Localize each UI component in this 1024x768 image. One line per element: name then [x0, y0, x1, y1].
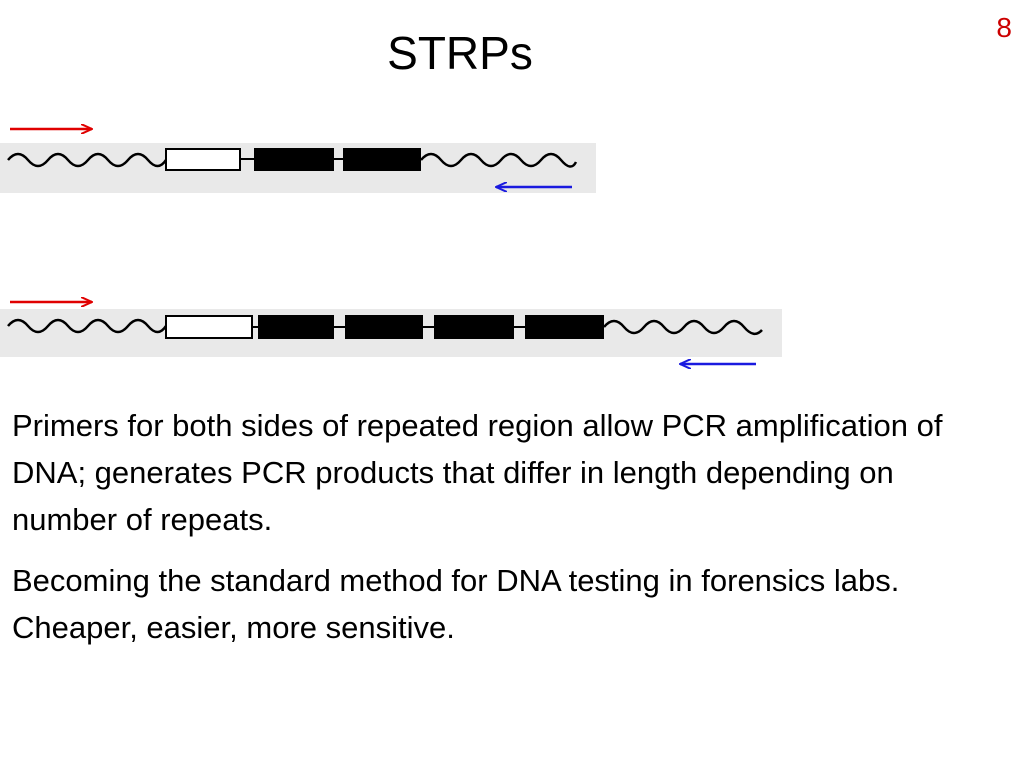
flanking-unique-block	[165, 148, 241, 171]
paragraph-forensics: Becoming the standard method for DNA tes…	[12, 563, 900, 645]
repeat-block-1	[258, 315, 334, 339]
paragraph-primers: Primers for both sides of repeated regio…	[12, 408, 943, 537]
str-pcr-diagram	[0, 0, 782, 390]
repeat-block-1	[254, 148, 334, 171]
left-flank-wave	[7, 318, 168, 334]
dna-strand-four-repeats	[0, 302, 782, 364]
flanking-unique-block	[165, 315, 253, 339]
repeat-block-2	[345, 315, 423, 339]
right-flank-wave	[603, 319, 763, 336]
repeat-block-2	[343, 148, 421, 171]
body-text: Primers for both sides of repeated regio…	[12, 402, 1002, 665]
dna-strand-two-repeats	[0, 129, 596, 193]
slide-number: 8	[996, 12, 1012, 43]
repeat-block-3	[434, 315, 514, 339]
right-flank-wave	[420, 152, 578, 168]
left-flank-wave	[7, 152, 168, 168]
slide-title: STRPs	[387, 27, 533, 79]
repeat-block-4	[525, 315, 604, 339]
